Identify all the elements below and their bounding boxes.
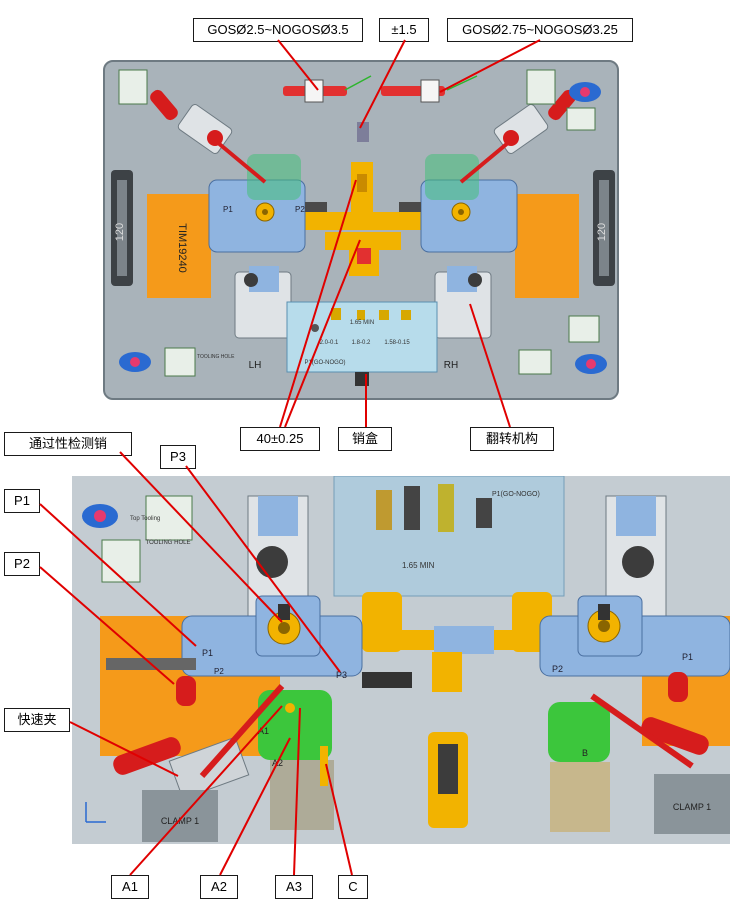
side-label-rh: RH — [444, 360, 458, 371]
callout-quick-clamp: 快速夹 — [4, 708, 70, 732]
center-bar-1 — [305, 212, 421, 230]
callout-go-pin: 通过性检测销 — [4, 432, 132, 456]
leader-flip — [469, 303, 511, 428]
callout-c: C — [338, 875, 368, 899]
right-orange-base — [515, 194, 579, 298]
leader-quick-clamp — [69, 721, 179, 777]
callout-p1: P1 — [4, 489, 40, 513]
bottom-left-clamp-knob — [176, 676, 196, 706]
clamp-label-right: CLAMP 1 — [673, 802, 711, 812]
perspective-view-drawing: TOOLING HOLE Top Tooling 1.65 MIN P1(GO-… — [72, 476, 730, 844]
leader-40-a — [279, 179, 357, 428]
bottom-pin-dim: 1.65 MIN — [402, 561, 435, 570]
callout-a1: A1 — [111, 875, 149, 899]
bottom-tooling-hole-label: TOOLING HOLE — [146, 540, 191, 546]
part-number: TIM19240 — [176, 223, 188, 273]
bottom-block-p3: P3 — [336, 670, 347, 680]
left-clamp-handle — [150, 89, 178, 121]
right-green-locator — [425, 154, 479, 200]
left-green-locator — [247, 154, 301, 200]
bottom-block-p1: P1 — [202, 648, 213, 658]
pin-label-d: P1(GO-NOGO) — [304, 360, 345, 366]
leader-gos-rh — [439, 39, 541, 93]
bottom-right-clamp-knob — [668, 672, 688, 702]
leader-40-b — [284, 239, 361, 428]
left-orange-base — [147, 194, 211, 298]
bottom-right-green-locator — [548, 702, 610, 762]
callout-40-tolerance: 40±0.25 — [240, 427, 320, 451]
left-block-p1: P1 — [223, 205, 233, 214]
pin-label-c: 1.58-0.15 — [384, 340, 410, 346]
clamp-label-left: CLAMP 1 — [161, 816, 199, 826]
leader-tolerance — [359, 39, 406, 129]
side-label-lh: LH — [249, 360, 262, 371]
left-block-p2: P2 — [295, 205, 305, 214]
bottom-left-clamp-handle — [113, 737, 181, 775]
callout-pin-box: 销盒 — [338, 427, 392, 451]
bottom-label-b: B — [582, 748, 588, 758]
top-view-panel: 120 120 TIM19240 P1 P2 — [103, 60, 619, 400]
leader-go-pin — [119, 451, 283, 623]
callout-flip-mechanism: 翻转机构 — [470, 427, 554, 451]
callout-gos-lh: GOSØ2.5~NOGOSØ3.5 — [193, 18, 363, 42]
bottom-right-clamp-base — [654, 774, 730, 834]
bottom-label-a1: A1 — [258, 726, 269, 736]
callout-a2: A2 — [200, 875, 238, 899]
leader-p1 — [39, 503, 197, 647]
bottom-logo-text: Top Tooling — [130, 516, 160, 522]
perspective-view-panel: TOOLING HOLE Top Tooling 1.65 MIN P1(GO-… — [72, 476, 730, 844]
pin-label-min: 1.65 MIN — [350, 320, 374, 326]
top-view-drawing: 120 120 TIM19240 P1 P2 — [111, 69, 615, 386]
tooling-hole-tr — [526, 69, 556, 105]
dim-120-right: 120 — [596, 223, 608, 241]
pin-label-b: 1.8-0.2 — [352, 340, 371, 346]
leader-p3 — [185, 465, 341, 673]
bottom-block-p2: P2 — [214, 667, 224, 676]
bottom-left-green-locator — [258, 690, 332, 760]
callout-p3: P3 — [160, 445, 196, 469]
tooling-hole-br — [568, 315, 600, 343]
callout-tolerance: ±1.5 — [379, 18, 429, 42]
bottom-left-clamp-base — [142, 790, 218, 842]
tooling-hole-bl — [164, 347, 196, 377]
bottom-right-clamp-handle — [641, 717, 709, 755]
right-clamp-handle — [548, 89, 576, 121]
tooling-hole-tl — [118, 69, 148, 105]
pin-label-a: 2.0-0.1 — [320, 340, 339, 346]
tooling-hole-label-top: TOOLING HOLE — [197, 354, 235, 360]
leader-gos-lh — [277, 39, 319, 91]
callout-a3: A3 — [275, 875, 313, 899]
callout-p2: P2 — [4, 552, 40, 576]
bottom-block-p2-r: P2 — [552, 664, 563, 674]
dim-120-left: 120 — [114, 223, 126, 241]
leader-a1 — [129, 705, 283, 876]
bottom-block-p1-r: P1 — [682, 652, 693, 662]
callout-gos-rh: GOSØ2.75~NOGOSØ3.25 — [447, 18, 633, 42]
leader-c — [325, 763, 353, 876]
leader-a2 — [219, 737, 291, 876]
leader-a3 — [293, 707, 301, 876]
leader-p2 — [39, 566, 175, 685]
bottom-pin-go: P1(GO-NOGO) — [492, 491, 540, 498]
